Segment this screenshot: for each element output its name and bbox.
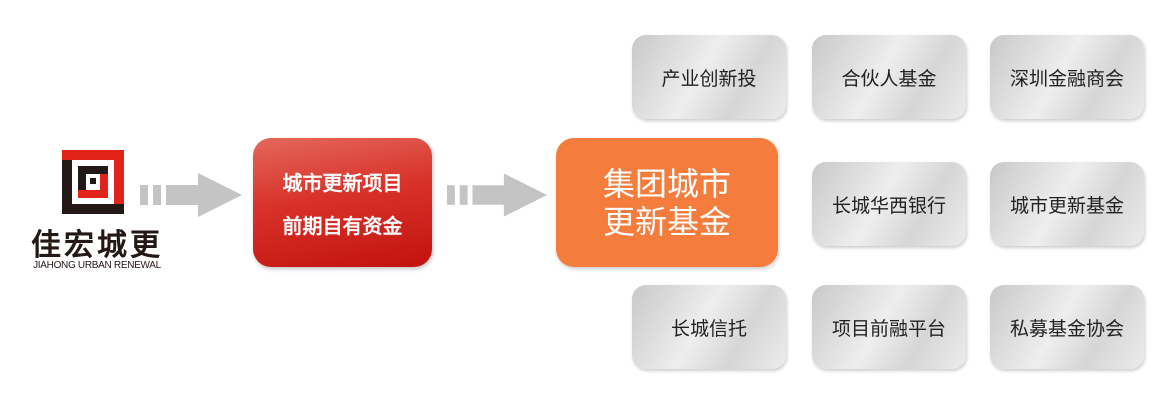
partner-box: 长城华西银行 (812, 162, 966, 246)
partner-box: 长城信托 (632, 285, 786, 369)
partner-box: 私募基金协会 (990, 285, 1144, 369)
group-fund-line1: 集团城市 (602, 164, 731, 203)
arrow-icon (140, 173, 242, 217)
logo-name-cn: 佳宏城更 (31, 228, 163, 263)
self-funding-line1: 城市更新项目 (282, 170, 403, 195)
self-funding-box: 城市更新项目 前期自有资金 (253, 138, 432, 267)
group-fund-box: 集团城市 更新基金 (556, 138, 778, 267)
partner-box: 项目前融平台 (812, 285, 966, 369)
partner-box: 产业创新投 (632, 35, 786, 119)
partner-box: 城市更新基金 (990, 162, 1144, 246)
logo-name-en: JIAHONG URBAN RENEWAL (33, 260, 161, 271)
arrow-icon (447, 173, 547, 217)
self-funding-line2: 前期自有资金 (282, 213, 403, 238)
partner-box: 合伙人基金 (812, 35, 966, 119)
group-fund-line2: 更新基金 (602, 202, 731, 241)
logo-icon (62, 150, 124, 214)
partner-box: 深圳金融商会 (990, 35, 1144, 119)
